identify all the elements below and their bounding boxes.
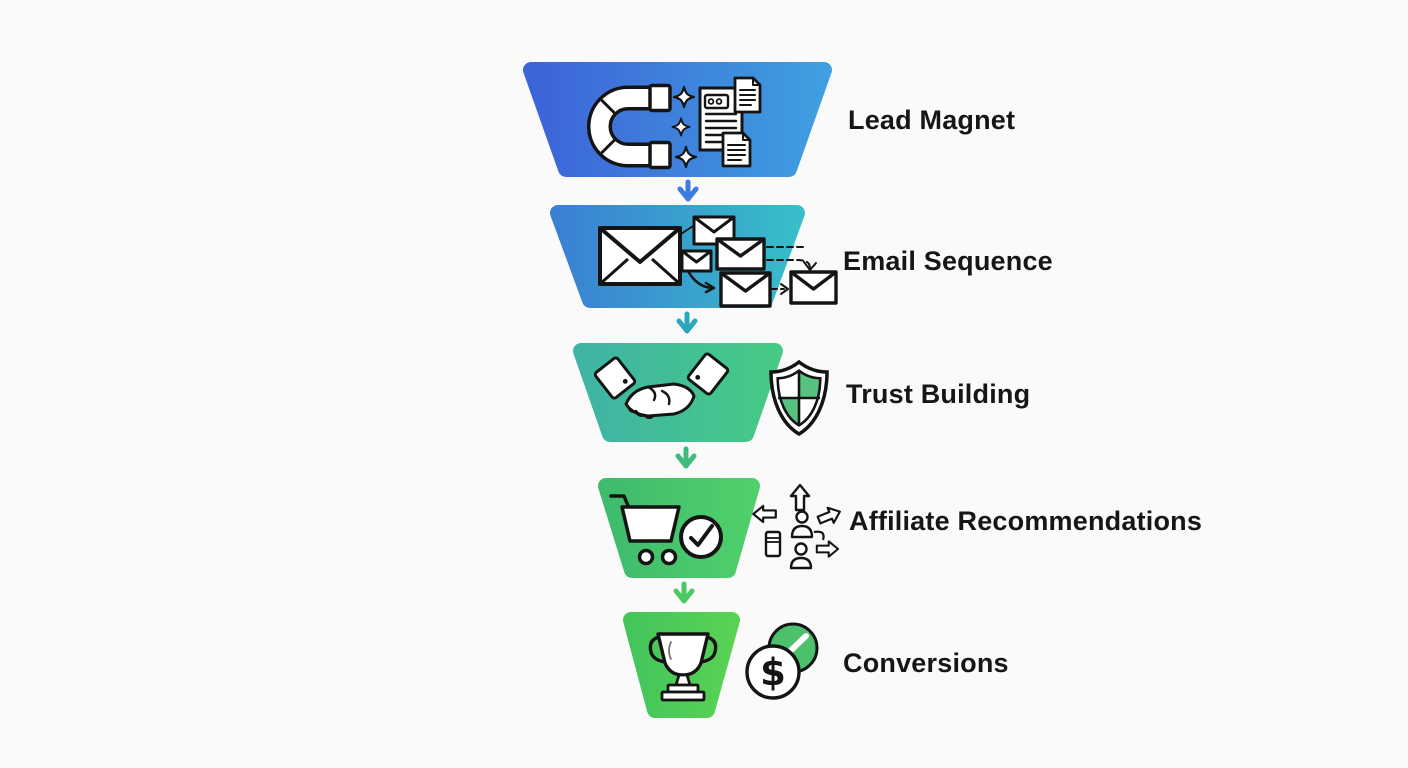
check-circle-icon [679, 515, 723, 559]
stage-label-trust-building: Trust Building [846, 379, 1031, 409]
envelope-icons [598, 215, 838, 308]
funnel-arrow-2 [676, 311, 698, 334]
dollar-sign-glyph: $ [760, 651, 786, 694]
shield-icon [769, 359, 829, 437]
funnel-arrow-3 [675, 446, 697, 469]
coins-icon: $ [745, 622, 819, 700]
referral-network-icon [752, 483, 841, 570]
handshake-icon [593, 352, 730, 420]
magnet-icon [587, 83, 672, 170]
document-icons [698, 76, 762, 168]
sparkles-icon [671, 85, 698, 169]
stage-label-email-sequence: Email Sequence [843, 246, 1053, 276]
stage-label-conversions: Conversions [843, 648, 1009, 678]
funnel-arrow-4 [673, 581, 695, 604]
stage-label-lead-magnet: Lead Magnet [848, 105, 1016, 135]
trophy-icon [648, 632, 718, 702]
funnel-arrow-1 [677, 179, 699, 202]
stage-label-affiliate-recommendations: Affiliate Recommendations [849, 506, 1203, 536]
email-flow-arrows [680, 225, 817, 295]
funnel-stage-shape-lead-magnet [523, 62, 832, 177]
cart-icon [609, 494, 681, 566]
